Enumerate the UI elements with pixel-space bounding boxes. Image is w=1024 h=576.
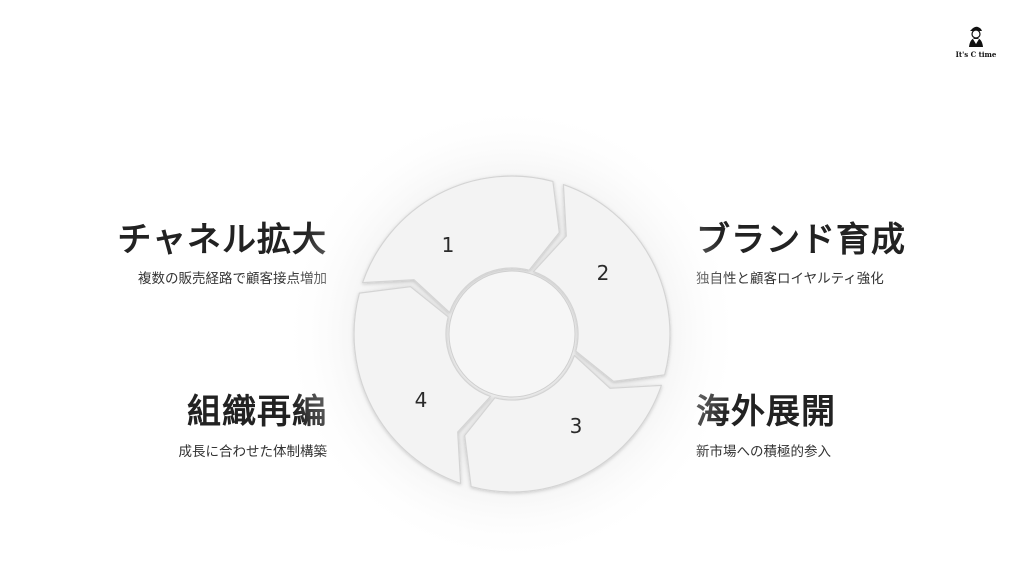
- logo-text: It's C time: [955, 50, 997, 59]
- cycle-number-1: 1: [442, 233, 455, 257]
- logo: It's C time: [948, 22, 1004, 62]
- person-with-cap-icon: [969, 26, 983, 47]
- cycle-segment-4: [353, 286, 492, 484]
- item-title-2: ブランド育成: [696, 220, 906, 260]
- cycle-segment-3: [464, 354, 662, 493]
- cycle-number-3: 3: [570, 414, 583, 438]
- center-hub: [448, 270, 576, 398]
- cycle-segment-2: [532, 184, 671, 382]
- cycle-segment-1: [362, 175, 560, 314]
- item-description-3: 新市場への積極的参入: [696, 444, 831, 460]
- item-description-2: 独自性と顧客ロイヤルティ強化: [696, 271, 884, 287]
- item-title-1: チャネル拡大: [117, 220, 327, 260]
- cycle-number-4: 4: [415, 388, 428, 412]
- cycle-number-2: 2: [597, 261, 610, 285]
- item-description-4: 成長に合わせた体制構築: [178, 444, 328, 460]
- item-description-1: 複数の販売経路で顧客接点増加: [138, 271, 327, 287]
